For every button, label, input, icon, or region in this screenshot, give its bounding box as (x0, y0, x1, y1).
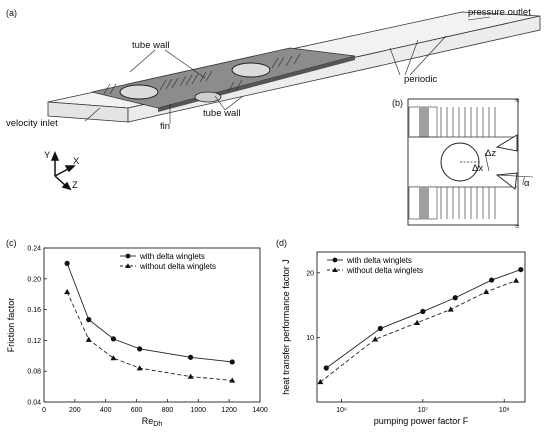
data-point-circle (229, 359, 235, 365)
label-velocity-inlet: velocity inlet (6, 118, 58, 129)
data-point-circle (489, 277, 495, 283)
y-tick-label: 10 (306, 335, 314, 342)
y-tick-label: 0.04 (27, 400, 41, 407)
data-point-triangle (317, 378, 324, 385)
x-axis-title: pumping power factor F (374, 416, 469, 426)
legend-marker-triangle (125, 263, 131, 268)
label-tube-wall-bottom: tube wall (203, 108, 241, 119)
data-point-triangle (85, 336, 92, 342)
delta-winglet-top (495, 134, 518, 152)
x-tick-label: 200 (69, 407, 81, 414)
y-tick-label: 0.16 (27, 307, 41, 314)
legend-label: with delta winglets (139, 252, 205, 261)
data-point-triangle (372, 336, 379, 342)
svg-text:≈: ≈ (515, 96, 520, 105)
legend-marker-circle (125, 253, 131, 259)
data-point-triangle (136, 365, 143, 371)
data-point-triangle (110, 355, 117, 361)
series-line-2 (320, 280, 517, 383)
x-tick-label: 400 (100, 407, 112, 414)
data-point-triangle (447, 306, 454, 312)
winglet-detail-diagram: ≈ ≈ (407, 96, 534, 231)
legend-marker-circle (332, 257, 338, 263)
x-tick-label: 1400 (252, 407, 268, 414)
plot-frame (43, 247, 261, 403)
y-tick-label: 0.20 (27, 276, 41, 283)
x-tick-label: 600 (131, 407, 143, 414)
x-axis-title: ReDh (142, 416, 163, 428)
label-pressure-outlet: pressure outlet (468, 7, 531, 18)
x-tick-label: 10⁶ (336, 407, 347, 414)
performance-factor-chart: 10⁶ 10⁷ 10⁸ 10 20 pumping power factor F heat … (281, 251, 526, 426)
legend-marker-triangle (332, 267, 338, 272)
legend-label: without delta winglets (346, 266, 423, 275)
label-fin: fin (160, 121, 171, 132)
tube-half-cut (194, 91, 222, 103)
data-point-triangle (483, 288, 490, 295)
y-tick-label: 0.24 (27, 246, 41, 253)
axis-label-z: Z (72, 180, 78, 191)
data-point-circle (452, 295, 458, 301)
x-tick-label: 1200 (221, 407, 237, 414)
axis-label-y: Y (44, 150, 51, 161)
series-line-1 (326, 269, 521, 369)
winglet-block-bottom (408, 186, 517, 220)
x-tick-label: 0 (42, 407, 46, 414)
data-point-circle (420, 308, 426, 315)
y-tick-label: 20 (306, 270, 314, 277)
axis-label-x: X (73, 156, 80, 167)
data-point-circle (323, 365, 329, 371)
tube-hole-2 (231, 62, 271, 78)
panel-label-d: (d) (276, 238, 287, 248)
coordinate-axes (50, 151, 76, 191)
data-point-circle (110, 336, 117, 342)
y-axis-title: Friction factor (6, 298, 16, 353)
channel-front-face (127, 15, 541, 123)
x-tick-label: 800 (162, 407, 174, 414)
data-point-circle (64, 260, 70, 266)
data-point-circle (518, 266, 524, 273)
tube-hole-1 (119, 84, 159, 100)
data-point-circle (137, 346, 143, 352)
plot-frame (316, 251, 526, 403)
series-line-1 (66, 263, 233, 363)
panel-label-c: (c) (6, 238, 17, 248)
data-point-circle (86, 317, 92, 323)
y-axis-title: heat transfer performance factor J (281, 259, 291, 395)
svg-text:≈: ≈ (515, 222, 520, 231)
panel-label-b: (b) (392, 98, 403, 108)
data-point-triangle (414, 319, 421, 325)
label-alpha: α (524, 178, 530, 189)
data-point-triangle (513, 277, 520, 283)
channel-model-diagram (47, 11, 541, 191)
legend-label: with delta winglets (346, 256, 412, 265)
label-delta-z: Δz (485, 148, 497, 159)
data-point-circle (187, 354, 194, 360)
data-point-triangle (229, 377, 236, 383)
label-periodic: periodic (404, 74, 438, 85)
legend-label: without delta winglets (139, 262, 216, 271)
x-tick-label: 10⁸ (499, 407, 510, 414)
data-point-triangle (64, 288, 71, 295)
delta-winglet-bottom (495, 172, 518, 190)
data-point-triangle (187, 373, 194, 379)
panel-label-a: (a) (6, 8, 17, 18)
series-line-2 (66, 291, 233, 381)
friction-factor-chart: 0 200 400 600 800 1000 1200 1400 0.04 0.08 0.12 0.1… (6, 246, 268, 429)
label-tube-wall-top: tube wall (132, 40, 170, 51)
label-delta-x: Δx (472, 163, 484, 174)
winglet-block-top (408, 106, 517, 138)
y-tick-label: 0.12 (27, 338, 41, 345)
y-tick-label: 0.08 (27, 369, 41, 376)
data-point-circle (377, 325, 383, 332)
x-tick-label: 1000 (190, 407, 206, 414)
winglet-hatch (103, 53, 301, 95)
x-tick-label: 10⁷ (418, 407, 429, 414)
